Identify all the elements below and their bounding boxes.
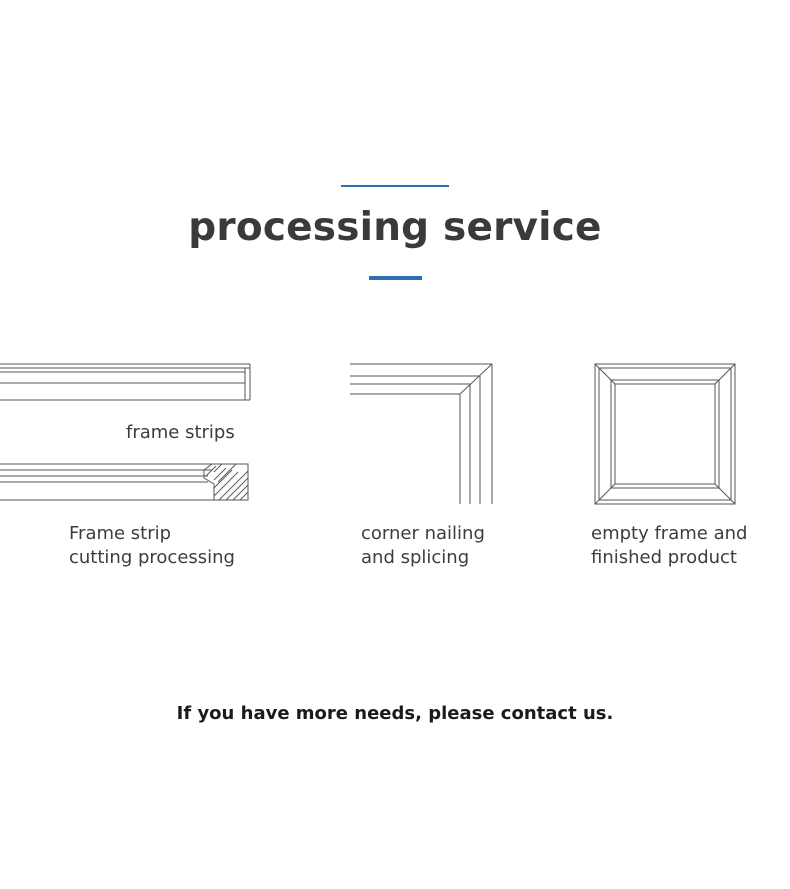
corner-joint-drawing — [350, 364, 492, 504]
finished-frame-drawing — [595, 364, 735, 504]
page-title: processing service — [188, 205, 602, 250]
finished-product-label: empty frame and finished product — [591, 523, 748, 568]
heading-top-rule — [341, 185, 449, 187]
corner-nailing-label: corner nailing and splicing — [361, 523, 485, 568]
contact-message: If you have more needs, please contact u… — [176, 703, 614, 724]
cutting-processing-label: Frame strip cutting processing — [69, 523, 235, 568]
frame-strip-drawing — [0, 364, 250, 400]
frame-strips-label: frame strips — [126, 422, 235, 443]
heading-accent-bar — [369, 276, 422, 280]
cutting-strip-drawing — [0, 464, 248, 500]
